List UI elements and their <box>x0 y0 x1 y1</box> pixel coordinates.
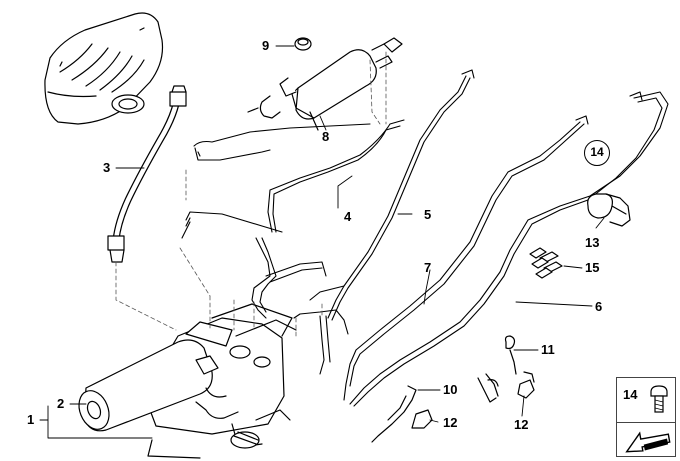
callout-15: 15 <box>585 260 600 275</box>
legend-part-number: 14 <box>623 387 638 402</box>
divider-line <box>617 422 675 423</box>
callout-14-circled: 14 <box>584 140 610 166</box>
legend-inset: 14 <box>616 377 676 457</box>
brake-pipe-bundle <box>181 119 405 375</box>
pipe-clip-set <box>529 247 563 279</box>
pipe-line-5 <box>327 69 475 321</box>
mounting-brackets <box>371 335 535 443</box>
pipe-line-6 <box>349 91 669 407</box>
arrow-icon <box>625 431 671 453</box>
callout-3: 3 <box>103 160 111 175</box>
callout-2: 2 <box>57 396 65 411</box>
callout-8: 8 <box>322 129 330 144</box>
callout-12-right: 12 <box>514 417 529 432</box>
assembly-guides <box>115 51 387 337</box>
callout-12-left: 12 <box>443 415 458 430</box>
pipe-line-7 <box>343 115 589 401</box>
bolt-icon <box>650 385 668 413</box>
callout-10: 10 <box>443 382 458 397</box>
fluid-reservoir <box>44 12 164 125</box>
callout-9: 9 <box>262 38 270 53</box>
clutch-master-cylinder <box>247 37 403 131</box>
callout-7: 7 <box>424 260 432 275</box>
reservoir-hose <box>107 85 187 263</box>
hydraulic-unit <box>78 303 297 459</box>
callout-6: 6 <box>595 299 603 314</box>
callout-5: 5 <box>424 207 432 222</box>
pipe-clamp <box>587 193 631 227</box>
callout-1: 1 <box>27 412 35 427</box>
callout-13: 13 <box>585 235 600 250</box>
callout-11: 11 <box>541 342 555 357</box>
callout-4: 4 <box>344 209 352 224</box>
callout-leaders <box>39 45 605 439</box>
